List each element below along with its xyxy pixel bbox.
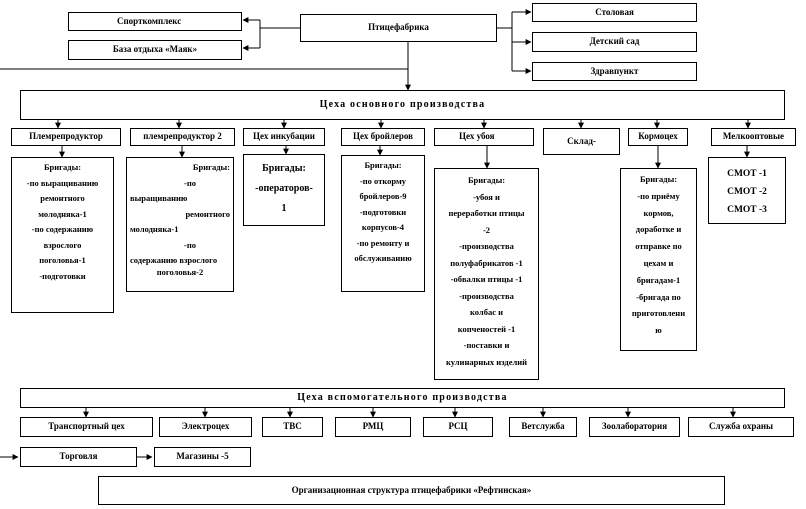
detail-line: -2 — [482, 224, 491, 235]
node-first-aid: Здравпункт — [532, 62, 697, 81]
aux-transport: Транспортный цех — [20, 417, 153, 437]
detail-broilers: Бригады: -по откорму бройлеров-9 -подгот… — [341, 155, 425, 292]
node-poultry-factory: Птицефабрика — [300, 14, 497, 42]
main-production-header: Цеха основного производства — [20, 90, 785, 120]
detail-line: Бригады: — [192, 162, 230, 172]
unit-warehouse: Склад- — [543, 128, 620, 155]
detail-line: содержанию взрослого — [130, 255, 218, 265]
aux-trade: Торговля — [20, 447, 137, 467]
chart-caption: Организационная структура птицефабрики «… — [98, 476, 725, 505]
detail-line: -убоя и — [473, 191, 500, 202]
detail-line: -бригада по — [636, 291, 681, 302]
detail-line: Бригады: — [364, 160, 402, 170]
aux-tvs: ТВС — [262, 417, 323, 437]
aux-electrical: Электроцех — [159, 417, 252, 437]
detail-line: СМОТ -3 — [727, 205, 767, 215]
detail-line: СМОТ -1 — [727, 169, 767, 179]
detail-line: -обвалки птицы -1 — [450, 274, 523, 284]
detail-line: -поставки и — [463, 340, 510, 350]
detail-line: взрослого — [43, 239, 82, 250]
detail-line: ю — [655, 325, 662, 336]
unit-feed-mill: Кормоцех — [628, 128, 688, 146]
detail-line: поголовья-2 — [156, 266, 204, 277]
detail-slaughter: Бригады: -убоя и переработки птицы -2 -п… — [434, 168, 539, 380]
aux-zoolab: Зоолаборатория — [589, 417, 680, 437]
detail-line: -по приёму — [637, 190, 680, 201]
detail-line: -по ремонту и — [356, 237, 410, 248]
detail-line: полуфабрикатов -1 — [450, 257, 523, 268]
detail-line: Бригады: — [639, 174, 678, 184]
detail-line: корпусов-4 — [361, 222, 405, 232]
aux-vet-service: Ветслужба — [509, 417, 577, 437]
detail-line: -по откорму — [359, 175, 407, 186]
detail-breeder-1: Бригады: -по выращиванию ремонтного моло… — [11, 157, 114, 313]
detail-line: -по — [184, 239, 196, 250]
detail-line: молодняка-1 — [130, 224, 179, 234]
detail-wholesale: СМОТ -1 СМОТ -2 СМОТ -3 — [708, 157, 786, 224]
detail-line: -по — [184, 177, 196, 188]
unit-wholesale: Мелкооптовые — [711, 128, 796, 146]
unit-breeder-2: племрепродуктор 2 — [130, 128, 235, 146]
detail-line: поголовья-1 — [39, 255, 86, 265]
detail-line: -подготовки — [359, 206, 407, 217]
detail-line: -производства — [459, 241, 514, 251]
detail-line: бройлеров-9 — [359, 191, 407, 201]
detail-line: молодняка-1 — [38, 208, 87, 219]
detail-line: отправке по — [635, 241, 682, 252]
node-canteen: Столовая — [532, 3, 697, 22]
unit-breeder-1: Племрепродуктор — [11, 128, 121, 146]
detail-line: -подготовки — [39, 270, 86, 281]
detail-line: ремонтного — [185, 208, 230, 219]
detail-line: цехам и — [643, 257, 674, 268]
detail-line: 1 — [281, 203, 287, 214]
unit-broilers: Цех бройлеров — [341, 128, 425, 146]
aux-rsc: РСЦ — [423, 417, 493, 437]
detail-line: кормов, — [643, 207, 674, 218]
node-recreation-base: База отдыха «Маяк» — [68, 40, 242, 60]
unit-incubation: Цех инкубации — [243, 128, 325, 146]
aux-production-header: Цеха вспомогательного производства — [20, 388, 785, 408]
detail-line: СМОТ -2 — [727, 187, 767, 197]
detail-line: переработки птицы — [448, 208, 525, 218]
aux-rmc: РМЦ — [335, 417, 411, 437]
detail-line: -производства — [459, 290, 514, 301]
detail-breeder-2: Бригады: -по выращиванию ремонтного моло… — [126, 157, 234, 292]
detail-line: Бригады: — [467, 175, 506, 185]
detail-line: -по содержанию — [31, 224, 94, 234]
node-kindergarten: Детский сад — [532, 32, 697, 52]
detail-line: приготовлени — [631, 308, 686, 319]
detail-line: копченостей -1 — [457, 323, 516, 334]
detail-line: -по выращиванию — [26, 177, 99, 188]
detail-line: кулинарных изделий — [445, 356, 528, 367]
detail-line: ремонтного — [40, 193, 85, 203]
detail-line: колбас и — [470, 307, 503, 317]
detail-line: Бригады: — [262, 163, 306, 174]
aux-shops: Магазины -5 — [154, 447, 251, 467]
aux-security: Служба охраны — [688, 417, 794, 437]
detail-line: выращиванию — [130, 193, 188, 203]
detail-line: Бригады: — [43, 162, 82, 172]
detail-line: бригадам-1 — [636, 274, 681, 285]
detail-line: -операторов- — [255, 183, 313, 194]
unit-slaughter: Цех убоя — [434, 128, 534, 146]
detail-line: доработке и — [635, 224, 682, 235]
detail-feed-mill: Бригады: -по приёму кормов, доработке и … — [620, 168, 697, 351]
detail-line: обслуживанию — [354, 253, 412, 263]
node-sports-complex: Спорткомплекс — [68, 12, 242, 31]
detail-incubation: Бригады: -операторов- 1 — [243, 154, 325, 226]
